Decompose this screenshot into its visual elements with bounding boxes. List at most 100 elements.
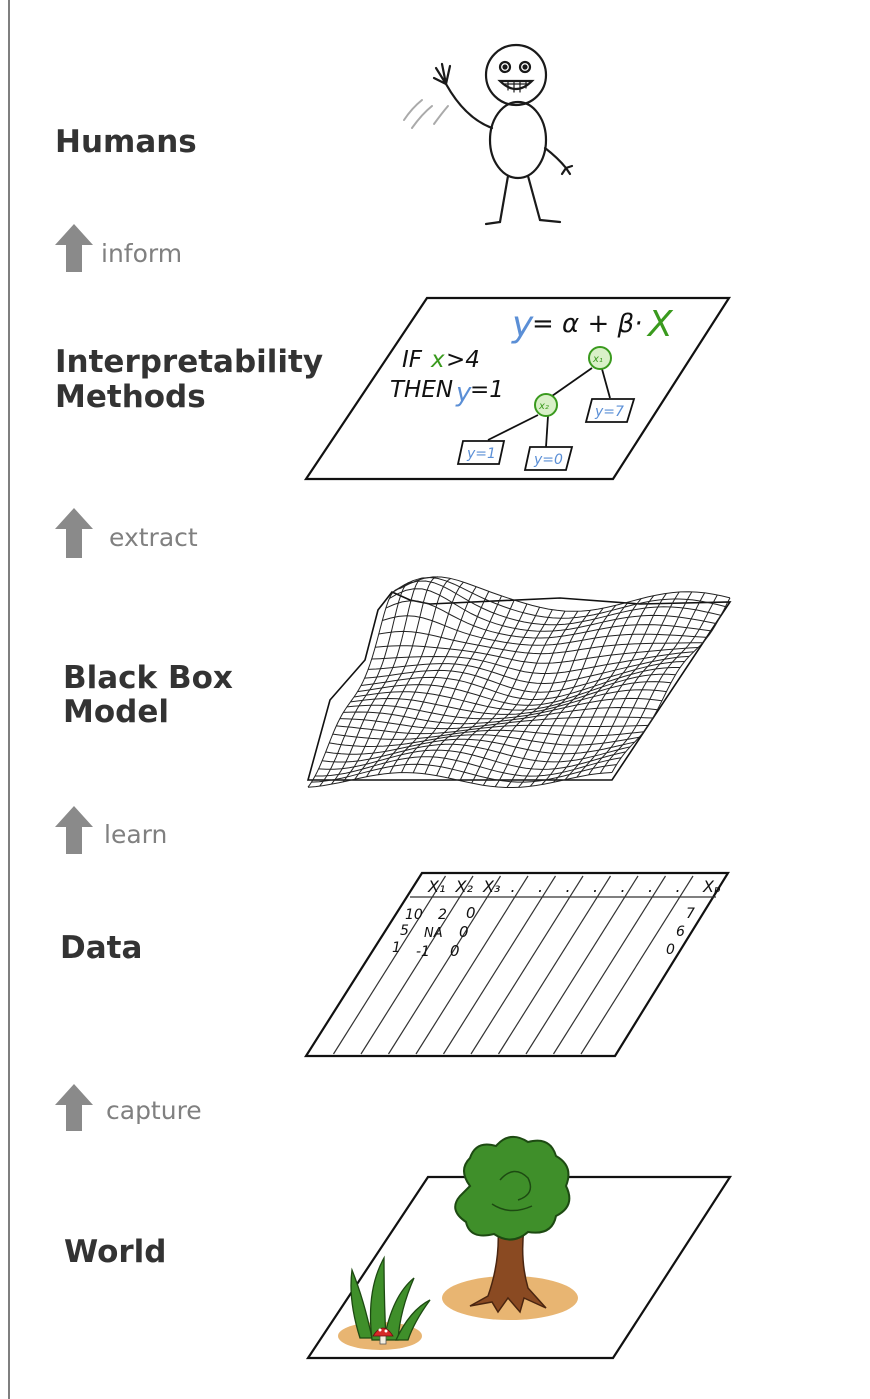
rule-condition: >4: [446, 347, 480, 373]
mesh-grid-line: [332, 729, 644, 740]
data-column-rule: [442, 875, 557, 1055]
arrow-up-icon: [55, 224, 93, 272]
arrow-label-capture: capture: [106, 1096, 202, 1125]
world-sheet: [305, 1135, 733, 1360]
mesh-grid-line: [339, 716, 653, 730]
mesh-grid-line: [350, 689, 667, 715]
mesh-grid-line: [611, 597, 731, 773]
data-header-cell: .: [538, 877, 543, 896]
data-header-cell: X₁: [427, 877, 445, 896]
mesh-grid-line: [307, 772, 613, 788]
data-label: Data: [60, 930, 142, 966]
data-header-cell: .: [676, 877, 681, 896]
data-column-rule: [332, 875, 447, 1055]
data-column-rule: [580, 875, 694, 1055]
tree-leaf-middle: [523, 446, 574, 471]
mushroom-icon: [372, 1327, 394, 1345]
data-header-cell: Xₚ: [702, 877, 721, 896]
data-header-cell: X₂: [455, 877, 474, 896]
arrow-up-icon: [55, 508, 93, 558]
tree-icon: [454, 1135, 571, 1314]
data-last-row3: 0: [666, 942, 675, 958]
tree-leaf-right: [584, 398, 636, 423]
mesh-grid-line: [325, 738, 635, 755]
data-column-rule: [415, 875, 529, 1055]
rule-value: =1: [470, 377, 504, 403]
data-col1-row3: 1: [392, 940, 401, 956]
mesh-grid-line: [353, 681, 672, 711]
data-column-rule: [470, 875, 584, 1055]
mesh-grid-line: [311, 763, 617, 783]
mesh-grid-line: [564, 591, 680, 780]
arrow-label-inform: inform: [101, 239, 182, 268]
data-col2-row3: -1: [416, 944, 430, 960]
rule-x: x: [430, 347, 445, 373]
tree-child-node: [534, 393, 558, 417]
methods-label-line1: Interpretability: [55, 344, 323, 380]
data-header-cell: .: [566, 877, 571, 896]
mesh-grid-line: [553, 593, 667, 783]
data-col3-row3: 0: [450, 942, 460, 960]
mesh-grid-line: [346, 697, 662, 720]
tree-leaf-left-label: y=1: [466, 446, 496, 462]
mesh-grid-line: [336, 724, 649, 735]
data-header-cell: X₃: [482, 877, 500, 896]
data-header-cell: .: [648, 877, 653, 896]
mesh-grid-line: [506, 604, 617, 788]
rule-y: y: [455, 378, 472, 408]
data-column-rule: [525, 875, 639, 1055]
tree-child-label: x₂: [538, 401, 549, 412]
tree-leaf-right-label: y=7: [594, 404, 624, 420]
world-label: World: [64, 1234, 167, 1270]
formula-middle: = α + β·: [532, 309, 642, 339]
data-column-rule: [497, 875, 612, 1055]
mesh-grid-line: [315, 756, 622, 777]
data-col3-row2: 0: [459, 923, 469, 941]
data-col1-row1: 10: [405, 907, 423, 923]
stick-figure-illustration: [403, 43, 574, 226]
wavy-surface-mesh: [306, 576, 732, 788]
mesh-grid-line: [494, 607, 604, 788]
tree-root-node: [588, 346, 612, 370]
mesh-grid-line: [343, 706, 658, 725]
data-col1-row2: 5: [400, 923, 409, 939]
arrow-up-icon: [55, 1084, 93, 1131]
mesh-grid-line: [471, 611, 579, 784]
formula-y: y: [511, 304, 534, 345]
data-column-rule: [387, 875, 502, 1055]
formula-x: X: [646, 304, 674, 345]
tree-root-label: x₁: [592, 354, 603, 365]
arrow-label-learn: learn: [104, 820, 167, 849]
methods-label-line2: Methods: [55, 379, 206, 415]
arrow-label-extract: extract: [109, 523, 198, 552]
mesh-grid-line: [329, 734, 640, 748]
data-column-rule: [360, 875, 474, 1055]
mesh-grid-line: [482, 610, 591, 786]
data-header-cell: .: [511, 877, 516, 896]
data-col2-row1: 2: [438, 907, 447, 923]
mesh-grid-line: [318, 749, 626, 770]
mesh-grid-line: [588, 592, 706, 776]
arrow-up-icon: [55, 806, 93, 854]
methods-sheet: y = α + β· X IF x >4 THEN y =1 x₁ x₂ y=7…: [303, 296, 732, 481]
data-col3-row1: 0: [466, 904, 476, 922]
plant-icon: [350, 1255, 431, 1341]
data-header-cell: .: [593, 877, 598, 896]
tree-leaf-middle-label: y=0: [533, 452, 563, 468]
rule-then: THEN: [390, 377, 453, 403]
data-last-row2: 6: [676, 924, 685, 940]
humans-label: Humans: [55, 124, 197, 160]
data-col2-row2: NA: [424, 926, 443, 941]
blackbox-label-line1: Black Box: [63, 660, 233, 696]
mesh-grid-line: [541, 595, 655, 785]
mesh-grid-line: [576, 591, 693, 778]
mesh-grid-line: [518, 601, 629, 788]
mesh-grid-line: [322, 743, 631, 763]
rule-if: IF: [402, 347, 423, 373]
tree-leaf-left: [456, 440, 506, 465]
data-column-rule: [552, 875, 667, 1055]
mesh-grid-line: [529, 598, 642, 787]
data-header-cell: .: [621, 877, 626, 896]
